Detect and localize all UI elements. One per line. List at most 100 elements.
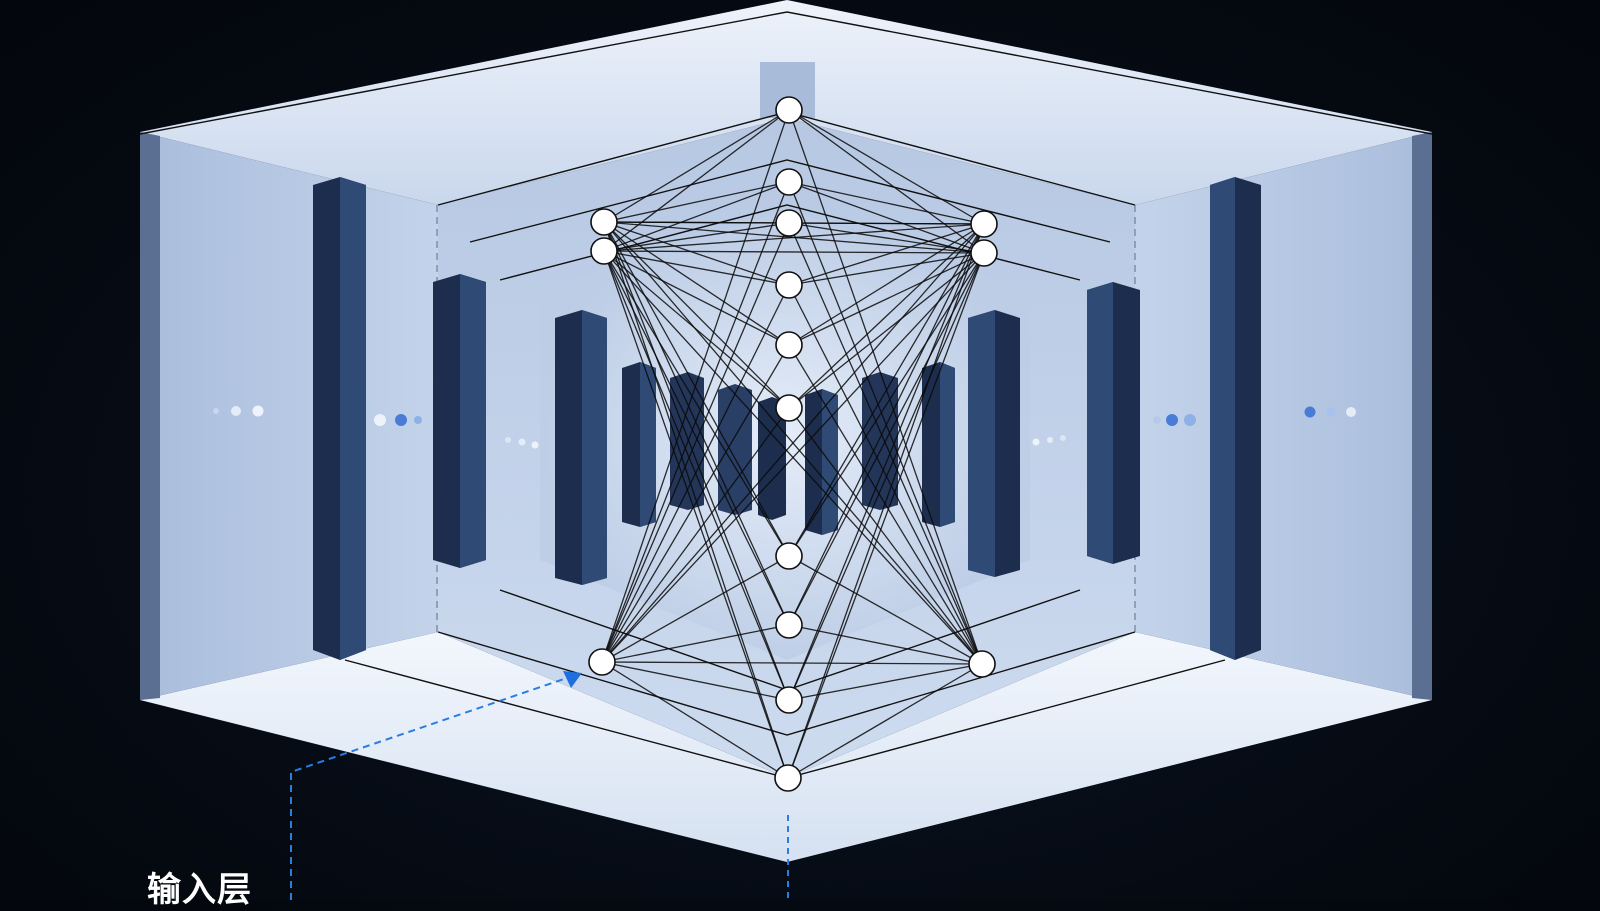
edge-right-2-center-3 (788, 284, 983, 665)
edge-left-1-center-1 (603, 181, 790, 252)
edge-right-2-center-7 (788, 624, 983, 665)
pillar-left-3 (555, 310, 607, 585)
node-center-2 (775, 209, 803, 237)
edge-left-2-center-3 (601, 284, 790, 663)
edge-right-2-center-2 (788, 222, 983, 665)
pillar-right-4 (922, 362, 955, 527)
pillar-right-1 (1210, 177, 1261, 660)
node-right-2 (968, 650, 996, 678)
edge-left-2-right-0 (601, 223, 985, 663)
pillar-center-5 (862, 372, 898, 510)
edge-right-1-center-1 (788, 181, 985, 254)
node-left-2 (588, 648, 616, 676)
edge-right-0-center-1 (788, 181, 985, 225)
edge-right-2-center-8 (788, 663, 983, 701)
pillar-center-2 (718, 384, 752, 515)
edge-left-0-center-5 (603, 221, 790, 409)
frame-bottom-face (140, 632, 1432, 862)
frame-left-face (140, 132, 438, 700)
edge-left-1-right-0 (603, 223, 985, 252)
edge-left-2-center-7 (601, 624, 790, 663)
dots-right-outer (1304, 406, 1356, 418)
edge-left-0-center-7 (603, 221, 790, 626)
edge-left-2-center-4 (601, 344, 790, 663)
edge-left-2-right-2 (601, 661, 983, 665)
edge-left-2-center-5 (601, 407, 790, 663)
edge-left-0-center-4 (603, 221, 790, 346)
node-left-1 (590, 237, 618, 265)
input-layer-label: 输入层 (147, 870, 252, 910)
edge-left-1-center-9 (603, 250, 789, 779)
network-nodes (588, 96, 998, 792)
edge-left-2-center-8 (601, 661, 790, 701)
edge-right-1-center-6 (788, 252, 985, 557)
pillar-left-4 (622, 362, 656, 527)
edge-right-1-center-7 (788, 252, 985, 626)
edge-left-1-center-8 (603, 250, 790, 701)
edge-right-0-center-0 (788, 109, 985, 225)
edge-right-2-center-5 (788, 407, 983, 665)
node-center-7 (775, 611, 803, 639)
edge-left-2-right-1 (601, 252, 985, 663)
frame-right-face (1135, 132, 1432, 700)
edge-left-1-center-6 (603, 250, 790, 557)
edge-left-1-center-0 (603, 109, 790, 252)
edge-left-2-center-2 (601, 222, 790, 663)
edge-left-2-center-9 (601, 661, 789, 779)
node-left-0 (590, 208, 618, 236)
edge-left-0-center-9 (603, 221, 789, 779)
node-center-0 (775, 96, 803, 124)
edge-left-1-center-3 (603, 250, 790, 286)
edge-left-2-center-1 (601, 181, 790, 663)
input-layer-callout (290, 671, 789, 900)
edge-left-0-center-0 (603, 109, 790, 223)
node-center-9 (774, 764, 802, 792)
edge-right-0-center-3 (788, 223, 985, 286)
edge-right-2-center-4 (788, 344, 983, 665)
pillar-right-3 (968, 310, 1020, 577)
edge-left-2-center-6 (601, 555, 790, 663)
edge-right-1-center-5 (788, 252, 985, 409)
outline-bottom-2 (437, 631, 1136, 736)
edge-left-1-right-1 (603, 250, 985, 254)
ellipsis-dots (213, 405, 1356, 449)
edge-right-2-center-9 (787, 663, 983, 779)
node-center-6 (775, 542, 803, 570)
edge-right-1-center-3 (788, 252, 985, 286)
dots-left-deep (505, 437, 539, 449)
edge-left-1-center-7 (603, 250, 790, 626)
edge-right-0-center-5 (788, 223, 985, 409)
node-center-4 (775, 331, 803, 359)
outline-top-2 (469, 159, 1111, 243)
outline-top-outer (139, 11, 1433, 135)
arrow-up-right-icon (563, 671, 582, 688)
pillar-left-1 (313, 177, 366, 660)
frame-right-edge (1412, 132, 1432, 700)
node-center-3 (775, 271, 803, 299)
edge-right-2-center-0 (788, 109, 983, 665)
dots-left-inner (374, 414, 422, 426)
edge-right-0-center-4 (788, 223, 985, 346)
edge-left-1-center-2 (603, 222, 790, 252)
edge-right-2-center-6 (788, 555, 983, 665)
node-center-5 (775, 394, 803, 422)
callout-line (290, 677, 568, 900)
edge-left-0-center-3 (603, 221, 790, 286)
edge-left-1-center-4 (603, 250, 790, 346)
frame-left-edge (140, 132, 160, 700)
dots-right-deep (1032, 435, 1066, 446)
node-right-0 (970, 210, 998, 238)
network-edges (601, 109, 985, 779)
edge-right-1-center-9 (787, 252, 985, 779)
pillars (313, 177, 1261, 660)
pillar-right-2 (1087, 282, 1140, 564)
pillar-left-2 (433, 274, 486, 568)
pillar-center-1 (670, 372, 704, 510)
edge-left-2-center-0 (601, 109, 790, 663)
node-center-1 (775, 168, 803, 196)
dots-left-outer (213, 405, 264, 417)
node-right-1 (970, 239, 998, 267)
node-center-8 (775, 686, 803, 714)
edge-right-1-center-2 (788, 222, 985, 254)
